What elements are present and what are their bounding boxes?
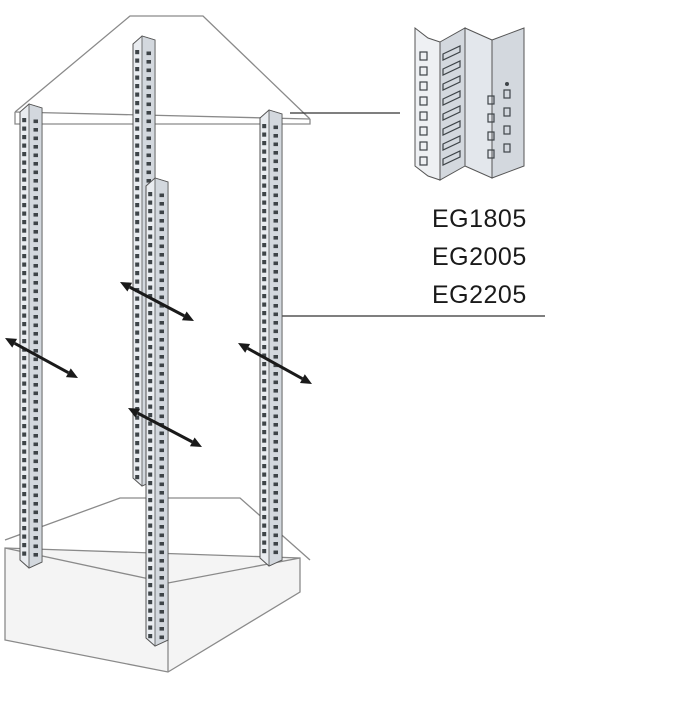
product-code-eg2005: EG2005 <box>432 243 527 271</box>
front-left-rail <box>19 103 43 569</box>
double-headed-arrow <box>120 282 194 321</box>
rail-profile-detail-icon <box>414 26 525 181</box>
product-code-eg1805: EG1805 <box>432 205 527 233</box>
double-headed-arrow <box>128 408 202 447</box>
leader-lines <box>280 112 545 317</box>
rear-right-rail <box>259 109 283 567</box>
product-code-eg2205: EG2205 <box>432 281 527 309</box>
double-headed-arrow <box>5 338 78 378</box>
front-center-rail <box>145 177 169 647</box>
double-headed-arrow <box>238 343 312 384</box>
